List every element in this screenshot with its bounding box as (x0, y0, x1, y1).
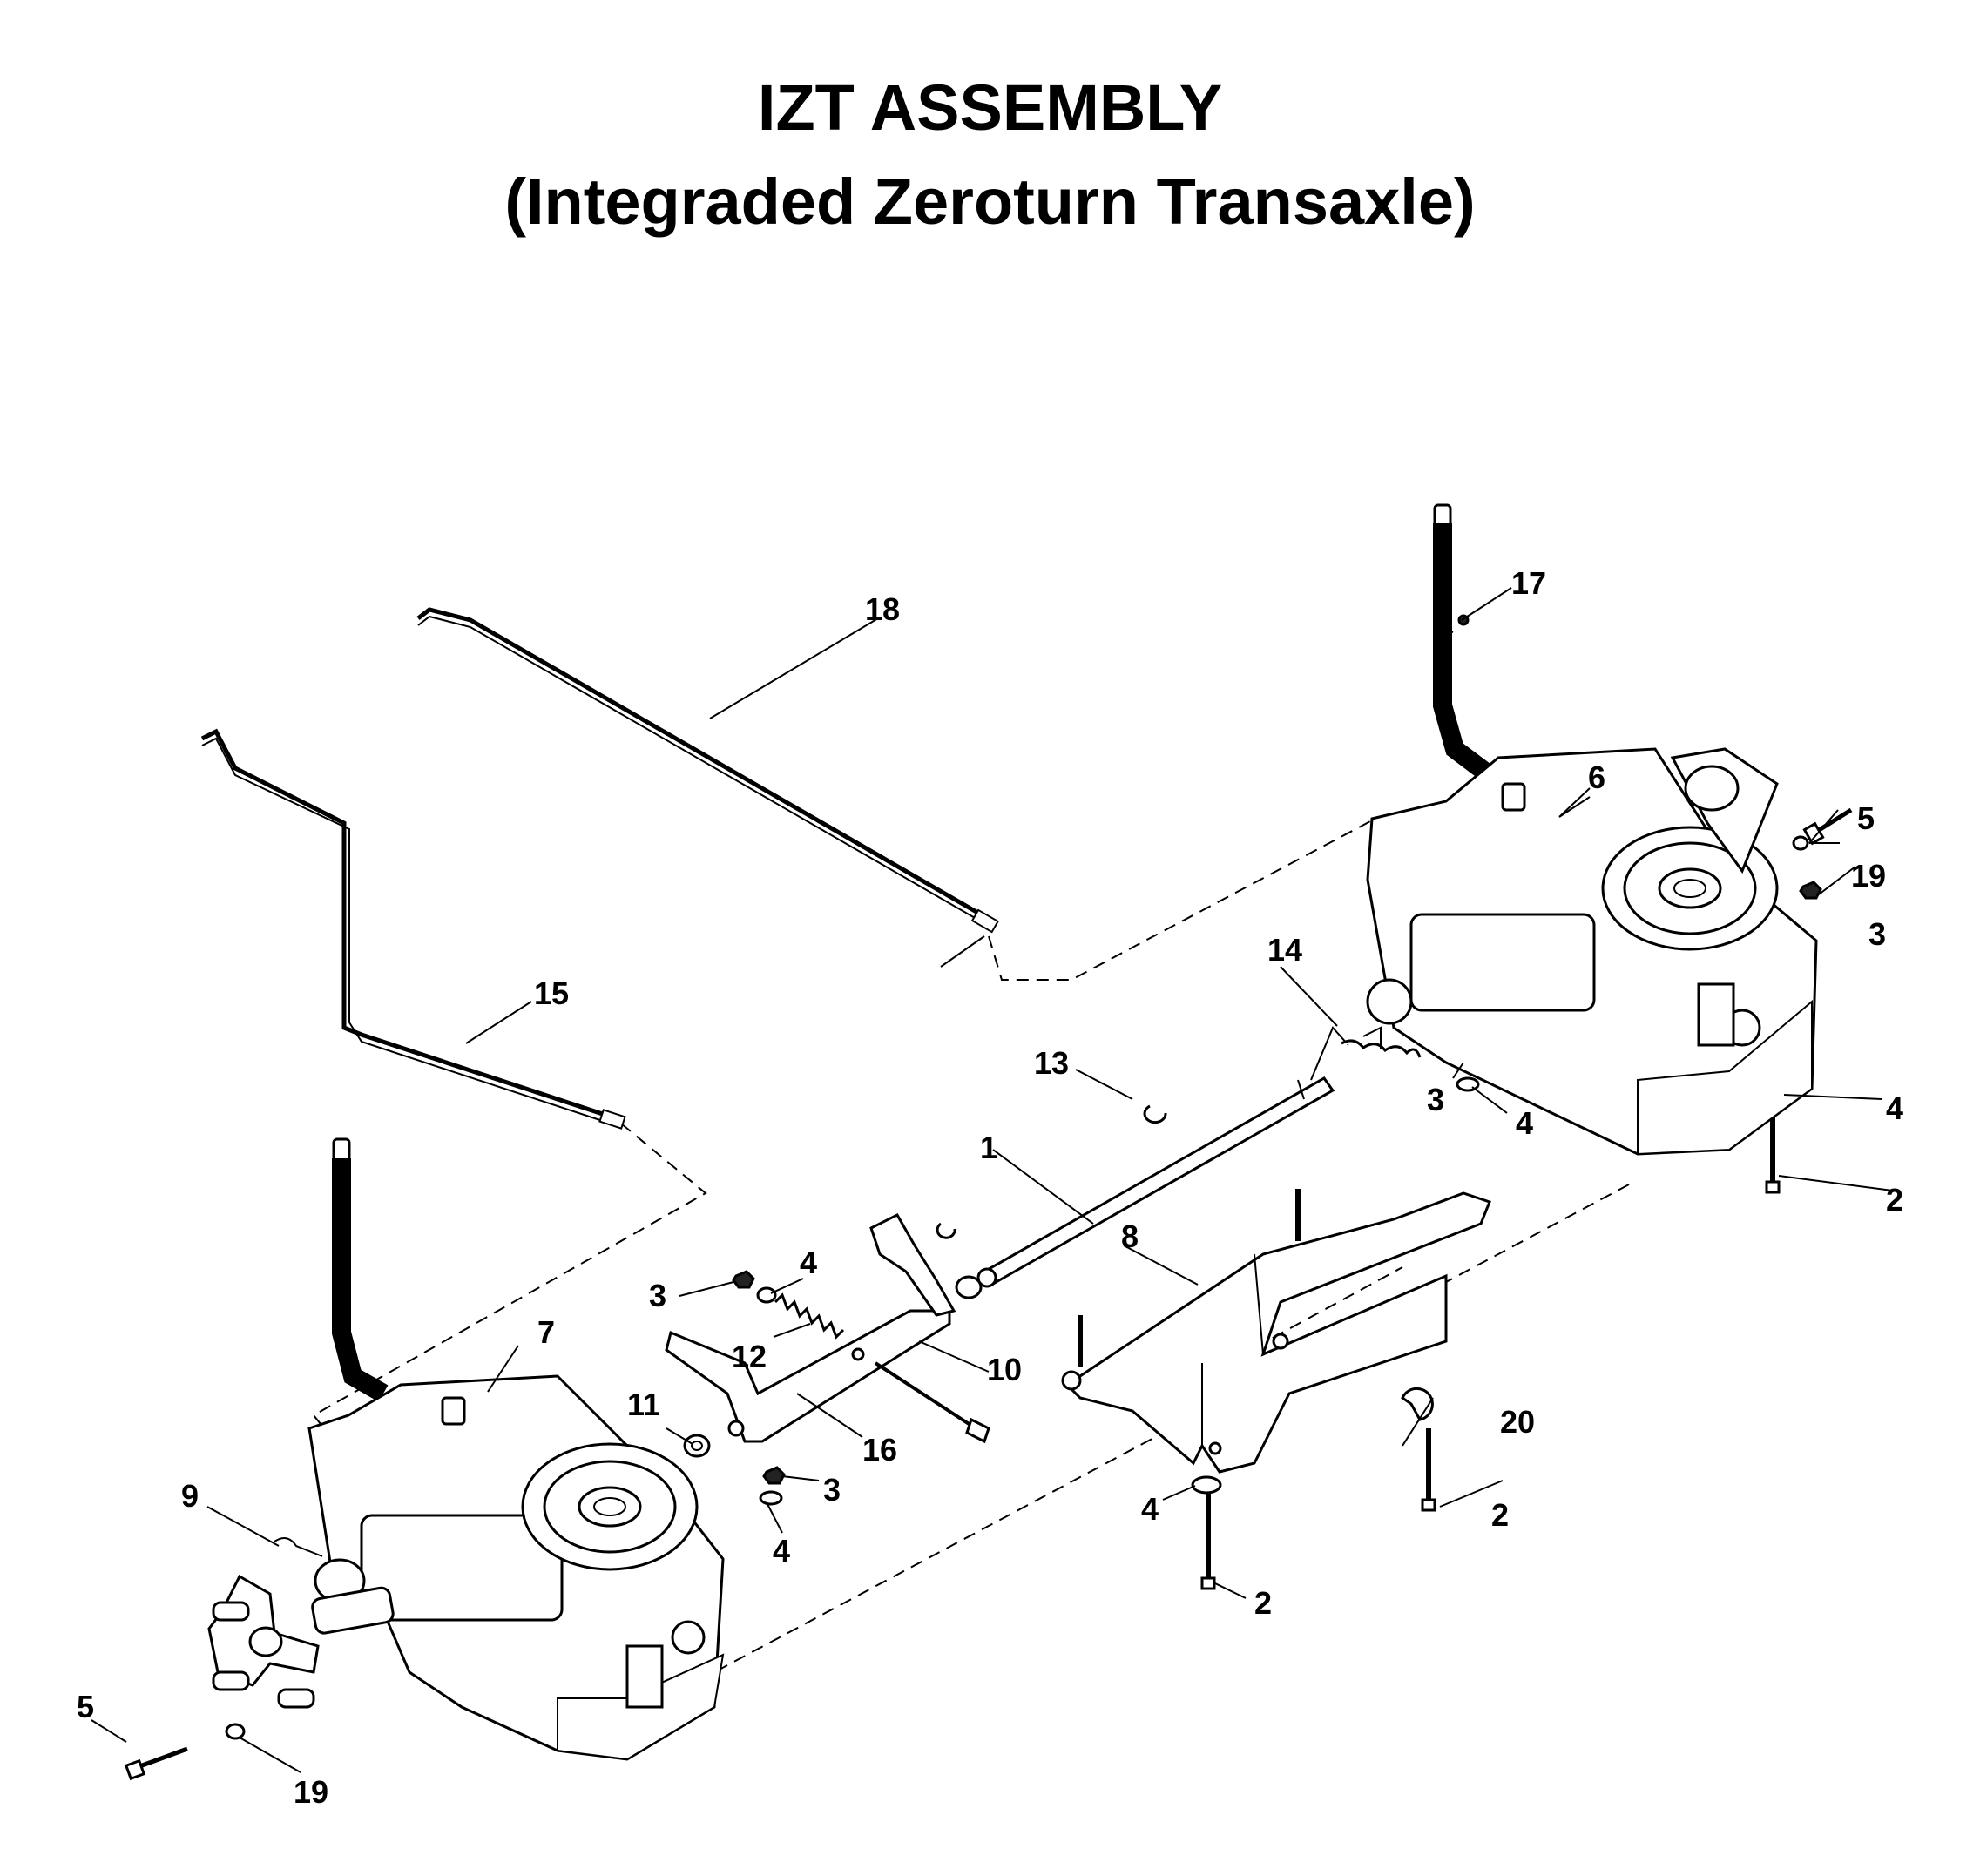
callout-1: 1 (980, 1130, 997, 1165)
transaxle-left (207, 1137, 725, 1761)
diagram-subtitle: (Integraded Zeroturn Transaxle) (504, 165, 1476, 238)
diagram-title: IZT ASSEMBLY (757, 71, 1223, 144)
bolt-10 (874, 1361, 990, 1444)
bolts-2 (1200, 1102, 1781, 1590)
callout-2-right: 2 (1886, 1182, 1903, 1218)
callout-19-left: 19 (294, 1774, 328, 1810)
e-clip-13 (1143, 1104, 1167, 1124)
callout-14: 14 (1267, 932, 1302, 968)
callout-4-lower: 4 (1141, 1491, 1159, 1527)
compression-spring (774, 1292, 845, 1340)
callout-12: 12 (732, 1339, 767, 1374)
callout-10: 10 (987, 1352, 1022, 1387)
callout-4-bracket: 4 (800, 1245, 817, 1280)
bushing-11 (683, 1434, 711, 1458)
callout-13: 13 (1034, 1045, 1069, 1081)
callout-3-right: 3 (1868, 916, 1886, 952)
callout-9: 9 (181, 1478, 199, 1514)
control-rod-lower (200, 728, 626, 1130)
torsion-spring (1341, 1026, 1422, 1058)
mount-bracket (1061, 1189, 1491, 1474)
shaft-bushing (955, 1275, 983, 1299)
callout-15: 15 (534, 975, 569, 1011)
callout-5-left: 5 (77, 1689, 94, 1724)
title-block: IZT ASSEMBLY (Integraded Zeroturn Transa… (0, 61, 1980, 249)
callout-19-right: 19 (1851, 858, 1886, 894)
callout-8: 8 (1121, 1218, 1139, 1254)
cross-shaft (976, 1026, 1349, 1288)
callout-16: 16 (862, 1432, 897, 1468)
callout-11: 11 (627, 1387, 660, 1422)
callout-17: 17 (1511, 565, 1546, 601)
axle-bolt-left (124, 1723, 246, 1781)
callout-5-right: 5 (1857, 800, 1875, 836)
assembly-guide-lines (312, 820, 1630, 1673)
callout-3-left: 3 (823, 1472, 841, 1508)
callout-3-center: 3 (1427, 1082, 1444, 1117)
e-clip-upper (936, 1222, 956, 1239)
callout-18: 18 (865, 591, 900, 627)
pivot-bracket (665, 1213, 956, 1443)
callout-7: 7 (537, 1314, 555, 1350)
nut-washer-bracket (732, 1270, 777, 1304)
callout-2-lower: 2 (1254, 1585, 1272, 1621)
callout-2-bracket: 2 (1491, 1497, 1509, 1533)
callout-labels: 1 13 14 17 18 15 6 8 20 2 2 2 4 4 4 3 3 … (77, 565, 1903, 1810)
callout-20: 20 (1500, 1404, 1535, 1440)
callout-4-left: 4 (773, 1533, 790, 1569)
callout-4-center: 4 (1516, 1105, 1533, 1141)
callout-4-right: 4 (1886, 1090, 1903, 1126)
transaxle-right (1366, 503, 1853, 1156)
control-rod-upper (416, 607, 999, 934)
callout-3-bracket: 3 (649, 1278, 666, 1313)
callout-leaders (91, 587, 1900, 1773)
hairpin-clip (274, 1537, 323, 1557)
callout-6: 6 (1588, 759, 1605, 795)
